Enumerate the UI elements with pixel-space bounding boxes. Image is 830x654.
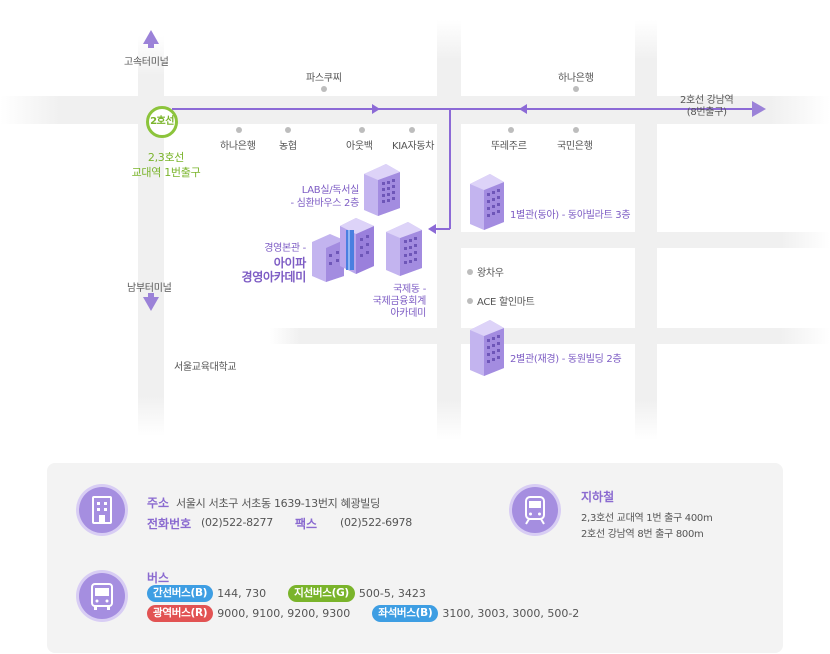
- location-map: 고속터미널 남부터미널 2호선 강남역 (8번출구) 2호선 2,3호선 교대역…: [0, 20, 830, 440]
- landmark-hana-bank-top: 하나은행: [558, 73, 594, 84]
- fax-value: (02)522-6978: [340, 516, 412, 529]
- landmark-dot: [409, 127, 415, 133]
- building-icon: [386, 222, 422, 276]
- arrow-up-icon: [143, 30, 159, 44]
- subway-line2: 2호선 강남역 8번 출구 800m: [581, 529, 704, 540]
- bus-row-1: 간선버스(B)144, 730 지선버스(G)500-5, 3423: [147, 585, 448, 602]
- phone-title: 전화번호: [147, 517, 192, 531]
- road-vertical-left: [138, 36, 164, 436]
- bus-badge-seat: 좌석버스(B): [372, 605, 439, 622]
- dest-gangnam-line2: (8번출구): [686, 107, 727, 118]
- address-title: 주소: [147, 496, 170, 510]
- dest-gangnam-line1: 2호선 강남역: [680, 95, 734, 106]
- dest-express-terminal: 고속터미널: [124, 57, 169, 68]
- label-main-building: 경영본관 - 아이파 경영아카데미: [222, 242, 307, 284]
- lab-line2: - 심환바우스 2층: [290, 198, 359, 209]
- label-annex1: 1별관(동아) - 동아빌라트 3층: [510, 210, 631, 221]
- road-horizontal-mid: [461, 232, 830, 248]
- bus-badge-branch: 지선버스(G): [288, 585, 355, 602]
- lab-line1: LAB실/독서실: [301, 185, 360, 196]
- dest-gangnam-station: 2호선 강남역 (8번출구): [680, 95, 734, 119]
- arrow-right-icon: [752, 101, 766, 117]
- main-line2: 아이파: [273, 256, 307, 270]
- bus-badge-express: 광역버스(R): [147, 605, 214, 622]
- road-horizontal-lower: [270, 328, 830, 344]
- landmark-wangchau-label: 왕차우: [477, 268, 504, 279]
- landmark-pascucci: 파스쿠찌: [306, 73, 342, 84]
- landmark-hana-bank: 하나은행: [220, 141, 256, 152]
- subway-title: 지하철: [581, 490, 615, 504]
- route-arrow-left: [519, 104, 527, 114]
- bus-title: 버스: [147, 571, 170, 585]
- landmark-seoul-education-univ: 서울교육대학교: [174, 362, 237, 373]
- building-icon: [470, 320, 504, 376]
- landmark-tous-les-jours: 뚜레주르: [491, 141, 527, 152]
- arrow-down-icon: [143, 297, 159, 311]
- station-caption-line2: 교대역 1번출구: [131, 166, 201, 179]
- building-icon: [79, 487, 125, 533]
- landmark-outback: 아웃백: [346, 141, 373, 152]
- landmark-dot: [359, 127, 365, 133]
- building-icon: [470, 174, 504, 230]
- subway-line1: 2,3호선 교대역 1번 출구 400m: [581, 513, 713, 524]
- landmark-nonghyup: 농협: [279, 141, 297, 152]
- intl-line3: 아카데미: [390, 308, 426, 319]
- building-icon: [312, 218, 374, 282]
- phone-value: (02)522-8277: [201, 516, 273, 529]
- subway-icon: [512, 487, 558, 533]
- landmark-ace-mart: ACE 할인마트: [467, 293, 535, 308]
- label-annex2: 2별관(재경) - 동원빌딩 2층: [510, 354, 622, 365]
- intl-line2: 국제금융회계: [372, 296, 427, 307]
- main-line3: 경영아카데미: [241, 270, 307, 284]
- label-international-building: 국제동 - 국제금융회계 아카데미: [346, 284, 427, 320]
- route-arrow-right: [372, 104, 380, 114]
- landmark-dot: [573, 127, 579, 133]
- landmark-ace-mart-label: ACE 할인마트: [477, 297, 535, 308]
- bus-icon: [79, 573, 125, 619]
- intl-line1: 국제동 -: [393, 284, 426, 295]
- station-caption: 2,3호선 교대역 1번출구: [126, 150, 206, 180]
- landmark-kookmin-bank: 국민은행: [557, 141, 593, 152]
- station-badge: 2호선: [146, 106, 178, 138]
- landmark-dot: [573, 86, 579, 92]
- label-lab-building: LAB실/독서실 - 심환바우스 2층: [274, 184, 359, 210]
- landmark-dot: [236, 127, 242, 133]
- landmark-wangchau: 왕차우: [467, 264, 504, 279]
- main-line1: 경영본관 -: [264, 243, 306, 254]
- dest-southern-terminal: 남부터미널: [127, 283, 172, 294]
- landmark-dot: [321, 86, 327, 92]
- bus-row-2: 광역버스(R)9000, 9100, 9200, 9300 좌석버스(B)3100…: [147, 605, 601, 622]
- building-icon: [364, 164, 400, 216]
- station-caption-line1: 2,3호선: [147, 151, 185, 164]
- landmark-dot: [285, 127, 291, 133]
- bus-badge-trunk: 간선버스(B): [147, 585, 214, 602]
- route-arrow-end: [428, 224, 436, 234]
- bus-numbers-seat: 3100, 3003, 3000, 500-2: [442, 607, 580, 620]
- address-value: 서울시 서초구 서초동 1639-13번지 혜광빌딩: [176, 497, 380, 510]
- route-overlay: [143, 30, 766, 311]
- bus-numbers-express: 9000, 9100, 9200, 9300: [217, 607, 351, 620]
- bus-numbers-trunk: 144, 730: [217, 587, 267, 600]
- contact-info-panel: 주소 서울시 서초구 서초동 1639-13번지 혜광빌딩 전화번호 (02)5…: [47, 463, 783, 653]
- fax-title: 팩스: [295, 517, 318, 531]
- bus-numbers-branch: 500-5, 3423: [358, 587, 426, 600]
- landmark-kia: KIA자동차: [392, 141, 435, 152]
- landmark-dot: [508, 127, 514, 133]
